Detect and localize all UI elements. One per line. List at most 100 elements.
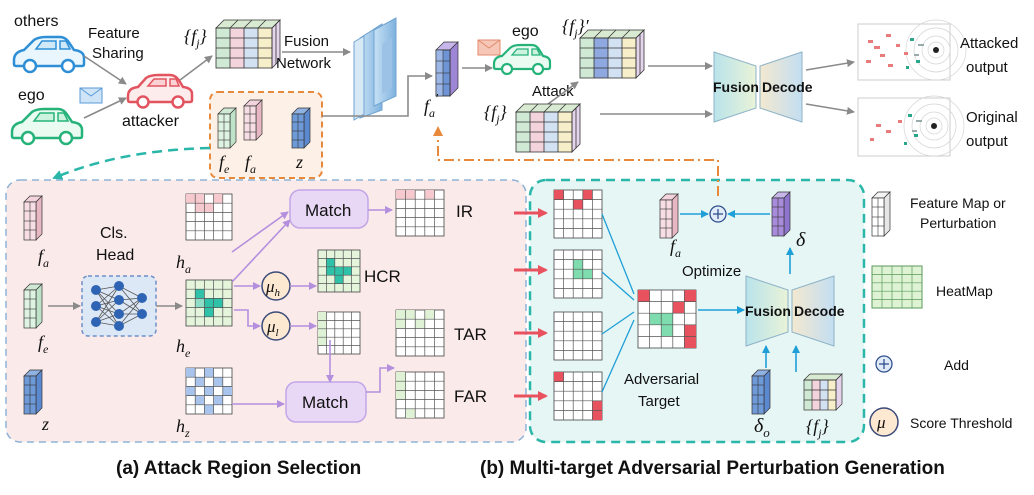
delta-o-cube bbox=[751, 369, 771, 415]
fusion-network-icon bbox=[353, 17, 397, 121]
original-output-label-2: output bbox=[966, 133, 1009, 150]
ha-label: ha bbox=[176, 252, 191, 276]
hcr-heatmap bbox=[317, 249, 361, 293]
message-envelope-icon-2 bbox=[477, 39, 501, 56]
panel-b-caption: (b) Multi-target Adversarial Perturbatio… bbox=[480, 458, 945, 479]
fusion-decode-block-b bbox=[745, 275, 835, 347]
adversarial-target-label: Adversarial bbox=[624, 371, 699, 388]
legend-add-label: Add bbox=[944, 357, 969, 373]
fe-label: fe bbox=[38, 332, 49, 356]
z-label: z bbox=[41, 414, 49, 434]
fusion-decode-block-top bbox=[713, 51, 803, 123]
legend-heatmap-icon bbox=[871, 265, 923, 309]
fa-label-b: fa bbox=[670, 236, 681, 260]
ir-target-heatmap bbox=[553, 189, 603, 239]
tar-label: TAR bbox=[454, 325, 487, 344]
mu-l-label: μl bbox=[266, 317, 279, 339]
arrow-match-to-far bbox=[366, 364, 395, 393]
far-target-heatmap bbox=[553, 371, 603, 421]
legend-feature-map-label: Feature Map or bbox=[910, 195, 1006, 211]
cls-head-label: Cls. bbox=[100, 225, 128, 242]
ir-label: IR bbox=[456, 202, 473, 221]
fa-prime-label: fa′ bbox=[424, 92, 439, 120]
arrow-to-attacked-output bbox=[805, 59, 855, 71]
ego-label: ego bbox=[18, 87, 45, 104]
fj-feature-cube-2 bbox=[515, 103, 581, 153]
delta-cube bbox=[771, 191, 791, 237]
fe-cube bbox=[23, 283, 43, 329]
tar-heatmap bbox=[395, 309, 445, 357]
arrow-to-original-output bbox=[805, 103, 855, 115]
hcr-label: HCR bbox=[364, 267, 401, 286]
fj-feature-cube bbox=[215, 19, 281, 69]
panel-b-background bbox=[528, 178, 866, 444]
ha-heatmap bbox=[185, 193, 233, 241]
fa-prime-cube bbox=[435, 41, 459, 97]
others-car-icon bbox=[12, 35, 86, 74]
attacked-output-label: Attacked bbox=[960, 35, 1018, 52]
fusion-network-label: Fusion bbox=[284, 33, 329, 50]
fj-prime-cube bbox=[579, 29, 645, 79]
he-label: he bbox=[176, 336, 191, 360]
tar-source-heatmap bbox=[317, 311, 361, 355]
attacked-output-label-2: output bbox=[966, 59, 1009, 76]
fusion-network-label-2: Network bbox=[276, 55, 332, 72]
fj-cube-b bbox=[803, 373, 843, 411]
panel-a-caption: (a) Attack Region Selection bbox=[116, 458, 361, 479]
feature-sharing-label-2: Sharing bbox=[92, 45, 144, 62]
cls-head-label-2: Head bbox=[96, 247, 134, 264]
decode-label-b: Decode bbox=[794, 303, 845, 319]
arrow-he-to-mu-l bbox=[234, 309, 261, 330]
arrow-attacker-to-features bbox=[179, 55, 213, 81]
adversarial-target-heatmap bbox=[637, 289, 697, 349]
hz-label: hz bbox=[176, 416, 190, 440]
fa-label: fa bbox=[38, 246, 49, 270]
match-label-top: Match bbox=[305, 201, 351, 220]
arrow-b-row4 bbox=[601, 319, 635, 393]
others-label: others bbox=[14, 13, 58, 30]
svg-text:{fj}: {fj} bbox=[184, 26, 208, 50]
neural-network-icon bbox=[81, 275, 157, 337]
fa-cube-small bbox=[243, 99, 263, 141]
arrow-attack bbox=[547, 81, 579, 105]
far-heatmap bbox=[395, 371, 445, 419]
heatmap-grids bbox=[185, 189, 697, 421]
z-cube bbox=[23, 369, 43, 415]
legend-mu-symbol: μ bbox=[876, 413, 886, 432]
message-envelope-icon bbox=[79, 87, 103, 104]
arrow-he-to-match bbox=[231, 219, 291, 283]
fj-set-label: {fj} bbox=[184, 26, 208, 50]
arrow-b-row3 bbox=[601, 311, 635, 335]
mu-h-label: μh bbox=[265, 277, 281, 299]
optimize-label: Optimize bbox=[682, 263, 741, 280]
match-label-bottom: Match bbox=[302, 393, 348, 412]
fa-cube-b bbox=[659, 193, 679, 239]
arrow-perturbation-feedback bbox=[433, 126, 719, 196]
hz-heatmap bbox=[185, 367, 233, 415]
arrow-b-row2 bbox=[601, 271, 635, 301]
attacked-output-image bbox=[857, 19, 967, 81]
match-box-top bbox=[289, 189, 369, 229]
far-label: FAR bbox=[454, 387, 487, 406]
fe-label-top: fe bbox=[219, 152, 230, 176]
legend-heatmap-label: HeatMap bbox=[936, 283, 993, 299]
arrow-ego-to-attacker bbox=[83, 97, 127, 119]
original-output-label: Original bbox=[966, 109, 1018, 126]
ego-car-icon-2 bbox=[492, 43, 552, 76]
z-cube-small bbox=[291, 107, 311, 149]
fusion-label-top: Fusion bbox=[713, 79, 759, 95]
fa-label-top: fa bbox=[245, 152, 256, 176]
fj-label-b: {fj} bbox=[806, 416, 830, 440]
decode-label-top: Decode bbox=[762, 79, 813, 95]
attacker-label: attacker bbox=[122, 113, 180, 130]
arrow-b-row1 bbox=[601, 213, 635, 295]
fa-cube bbox=[23, 195, 43, 241]
fj-set-label-2: {fj} bbox=[484, 102, 508, 126]
fe-cube-small bbox=[217, 107, 237, 149]
legend-feature-map-icon bbox=[871, 191, 891, 237]
adversarial-target-label-2: Target bbox=[638, 393, 681, 410]
delta-o-label: δo bbox=[754, 415, 770, 440]
fusion-label-b: Fusion bbox=[745, 303, 791, 319]
